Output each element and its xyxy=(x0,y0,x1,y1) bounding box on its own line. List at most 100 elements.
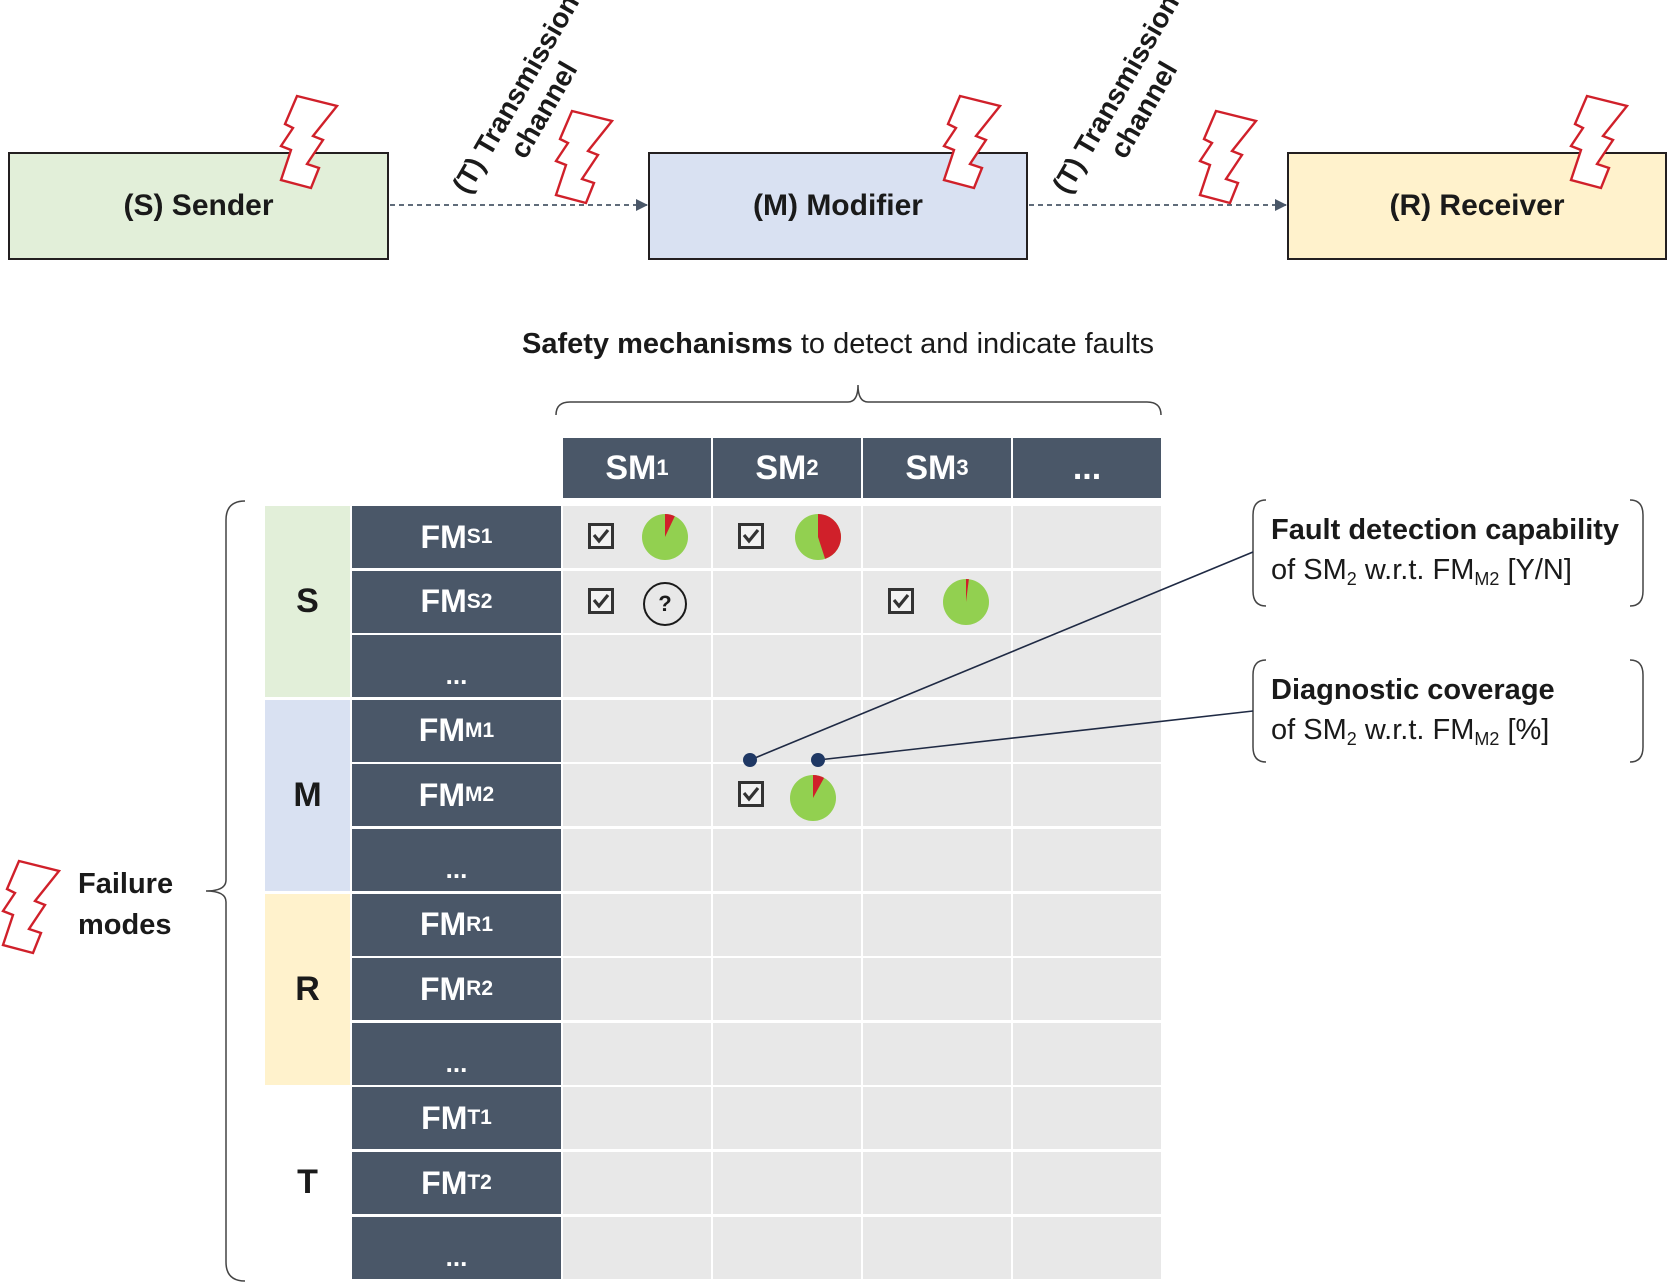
matrix-cell xyxy=(863,1022,1011,1085)
sender-label: (S) Sender xyxy=(123,189,274,222)
anchor-dot-diagnostic-coverage xyxy=(811,753,825,767)
lightning-bolt-icon xyxy=(1569,94,1630,190)
label-sub: T1 xyxy=(467,1106,492,1130)
callout-sub: 2 xyxy=(1346,729,1357,749)
detection-checkbox[interactable] xyxy=(738,523,764,549)
callout-title: Diagnostic coverage xyxy=(1271,674,1555,706)
matrix-cell xyxy=(863,829,1011,891)
matrix-cell xyxy=(713,893,861,956)
matrix-cell xyxy=(563,1022,711,1085)
callout-title: Fault detection capability xyxy=(1271,514,1620,546)
label-sub: 2 xyxy=(806,455,819,480)
matrix-cell xyxy=(713,1087,861,1150)
callout-sub: M2 xyxy=(1474,729,1500,749)
callout-bracket-left xyxy=(1252,499,1267,607)
detection-checkbox[interactable] xyxy=(888,587,914,614)
callout-bracket-right xyxy=(1629,659,1644,763)
matrix-cell xyxy=(1013,829,1161,891)
matrix-cell xyxy=(863,1216,1011,1279)
matrix-cell xyxy=(563,635,711,698)
matrix-cell xyxy=(713,764,861,827)
unknown-coverage-icon: ? xyxy=(643,581,687,626)
detection-checkbox[interactable] xyxy=(738,781,764,808)
label-sub: R1 xyxy=(466,912,494,936)
matrix-cell xyxy=(713,699,861,762)
matrix-cell xyxy=(1013,506,1161,568)
matrix-cell xyxy=(713,1152,861,1214)
group-label: R xyxy=(295,969,320,1008)
callout-bracket-right xyxy=(1629,499,1644,607)
failure-mode-more-m: ... xyxy=(352,829,561,891)
matrix-cell xyxy=(713,570,861,633)
matrix-cell xyxy=(1013,764,1161,827)
label-base: ... xyxy=(1072,448,1102,487)
matrix-cell xyxy=(563,1087,711,1150)
matrix-cell xyxy=(713,1022,861,1085)
matrix-cell xyxy=(713,958,861,1021)
matrix-cell xyxy=(1013,1087,1161,1150)
title-rest: to detect and indicate faults xyxy=(792,328,1154,360)
anchor-dot-fault-detection xyxy=(743,753,757,767)
matrix-cell xyxy=(1013,1022,1161,1085)
pie-slice-uncovered xyxy=(813,775,825,799)
callout-unit: [Y/N] xyxy=(1499,554,1572,586)
matrix-cell xyxy=(1013,635,1161,698)
matrix-cell xyxy=(563,699,711,762)
label-base: ... xyxy=(445,660,468,691)
callout-text: of SM xyxy=(1271,554,1347,586)
matrix-cell xyxy=(1013,1216,1161,1279)
label-base: ... xyxy=(445,854,468,884)
lightning-bolt-icon xyxy=(1,859,62,955)
callout-text: w.r.t. FM xyxy=(1356,554,1475,586)
matrix-cell xyxy=(1013,699,1161,762)
detection-checkbox[interactable] xyxy=(588,523,614,549)
sender-box: (S) Sender xyxy=(8,152,389,260)
diagnostic-coverage-callout: Diagnostic coverage of SM2 w.r.t. FMM2 [… xyxy=(1253,660,1645,762)
receiver-label: (R) Receiver xyxy=(1389,189,1565,222)
matrix-cell xyxy=(1013,1152,1161,1214)
label-sub: 1 xyxy=(656,455,669,480)
pie-slice-uncovered xyxy=(818,514,841,559)
label-sub: S1 xyxy=(466,525,493,548)
label-base: FM xyxy=(420,518,467,555)
label-base: FM xyxy=(419,970,467,1007)
column-header-more: ... xyxy=(1013,438,1161,498)
safety-mechanisms-title: Safety mechanisms to detect and indicate… xyxy=(522,328,1154,361)
label-base: SM xyxy=(605,448,657,487)
label-base: FM xyxy=(420,583,467,620)
failure-modes-label: Failure modes xyxy=(78,864,173,946)
group-s: S xyxy=(265,506,350,698)
group-m: M xyxy=(265,699,350,891)
callout-bracket-left xyxy=(1252,659,1267,763)
detection-checkbox[interactable] xyxy=(588,587,614,614)
matrix-cell xyxy=(1013,893,1161,956)
matrix-cell xyxy=(1013,570,1161,633)
label-base: FM xyxy=(418,712,465,749)
pie-slice-uncovered xyxy=(966,578,969,602)
fault-detection-callout: Fault detection capability of SM2 w.r.t.… xyxy=(1253,500,1645,606)
label-sub: S2 xyxy=(466,589,493,613)
label-base: FM xyxy=(418,776,465,813)
lightning-bolt-icon xyxy=(1198,109,1259,205)
matrix-cell xyxy=(863,1152,1011,1214)
matrix-cell xyxy=(863,1087,1011,1150)
matrix-cell xyxy=(563,1216,711,1279)
matrix-cell xyxy=(863,635,1011,698)
label-sub: T2 xyxy=(467,1171,492,1194)
modifier-box: (M) Modifier xyxy=(648,152,1028,260)
coverage-pie xyxy=(795,514,841,560)
matrix-cell xyxy=(563,829,711,891)
matrix-cell xyxy=(563,1152,711,1214)
title-bold: Safety mechanisms xyxy=(522,328,793,360)
matrix-cell xyxy=(563,893,711,956)
label-base: FM xyxy=(421,1099,468,1136)
callout-text: of SM xyxy=(1271,714,1347,746)
